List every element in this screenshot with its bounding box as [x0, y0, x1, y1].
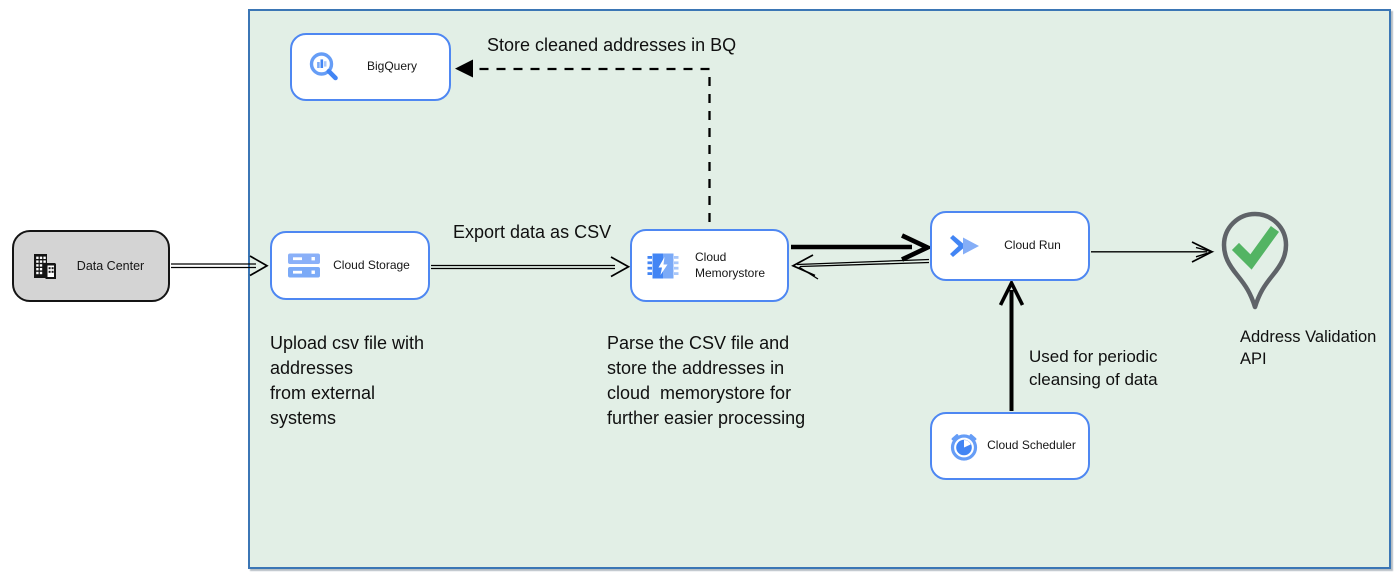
scheduler-alarm-clock-icon	[947, 430, 981, 462]
label-export-data-as-csv[interactable]: Export data as CSV	[453, 222, 612, 242]
node-label: Cloud Storage	[333, 257, 410, 272]
building-icon	[29, 251, 59, 281]
node-cloud-memorystore[interactable]: Cloud Memorystore	[630, 229, 789, 302]
system-boundary-container[interactable]	[248, 9, 1391, 569]
node-bigquery[interactable]: BigQuery	[290, 33, 451, 101]
edge-cloudstorage-to-memorystore[interactable]	[431, 256, 631, 278]
node-label: Cloud Scheduler	[987, 438, 1076, 453]
check-icon	[1231, 226, 1279, 270]
storage-buckets-icon	[287, 252, 321, 280]
note-parse-csv[interactable]: Parse the CSV file and store the address…	[607, 333, 806, 428]
edge-cloudscheduler-to-cloudrun[interactable]	[998, 278, 1025, 411]
cloud-run-chevrons-icon	[947, 231, 983, 261]
edge-cloudrun-to-memorystore[interactable]	[791, 254, 930, 280]
bigquery-magnifier-icon	[307, 50, 341, 84]
note-periodic-cleansing[interactable]: Used for periodic cleansing of data	[1029, 347, 1158, 389]
edge-memorystore-to-bigquery[interactable]	[455, 59, 711, 223]
memorystore-chip-icon	[647, 251, 679, 281]
node-cloud-scheduler[interactable]: Cloud Scheduler	[930, 412, 1090, 480]
note-upload-csv[interactable]: Upload csv file with addresses from exte…	[270, 333, 425, 428]
edge-cloudrun-to-addressvalidation[interactable]	[1091, 241, 1215, 263]
label-store-cleaned-addresses[interactable]: Store cleaned addresses in BQ	[487, 35, 737, 55]
node-label: Data Center	[76, 258, 145, 273]
node-label: BigQuery	[366, 59, 418, 74]
label-address-validation-api: Address Validation API	[1240, 328, 1377, 368]
edge-memorystore-to-cloudrun[interactable]	[791, 233, 933, 262]
node-cloud-storage[interactable]: Cloud Storage	[270, 231, 430, 300]
node-cloud-run[interactable]: Cloud Run	[930, 211, 1090, 281]
node-data-center[interactable]: Data Center	[12, 230, 170, 302]
map-pin-check-icon[interactable]	[1219, 209, 1291, 311]
node-label: Cloud Run	[1004, 238, 1061, 253]
node-label: Cloud Memorystore	[694, 249, 765, 280]
edge-datacenter-to-cloudstorage[interactable]	[171, 255, 269, 277]
